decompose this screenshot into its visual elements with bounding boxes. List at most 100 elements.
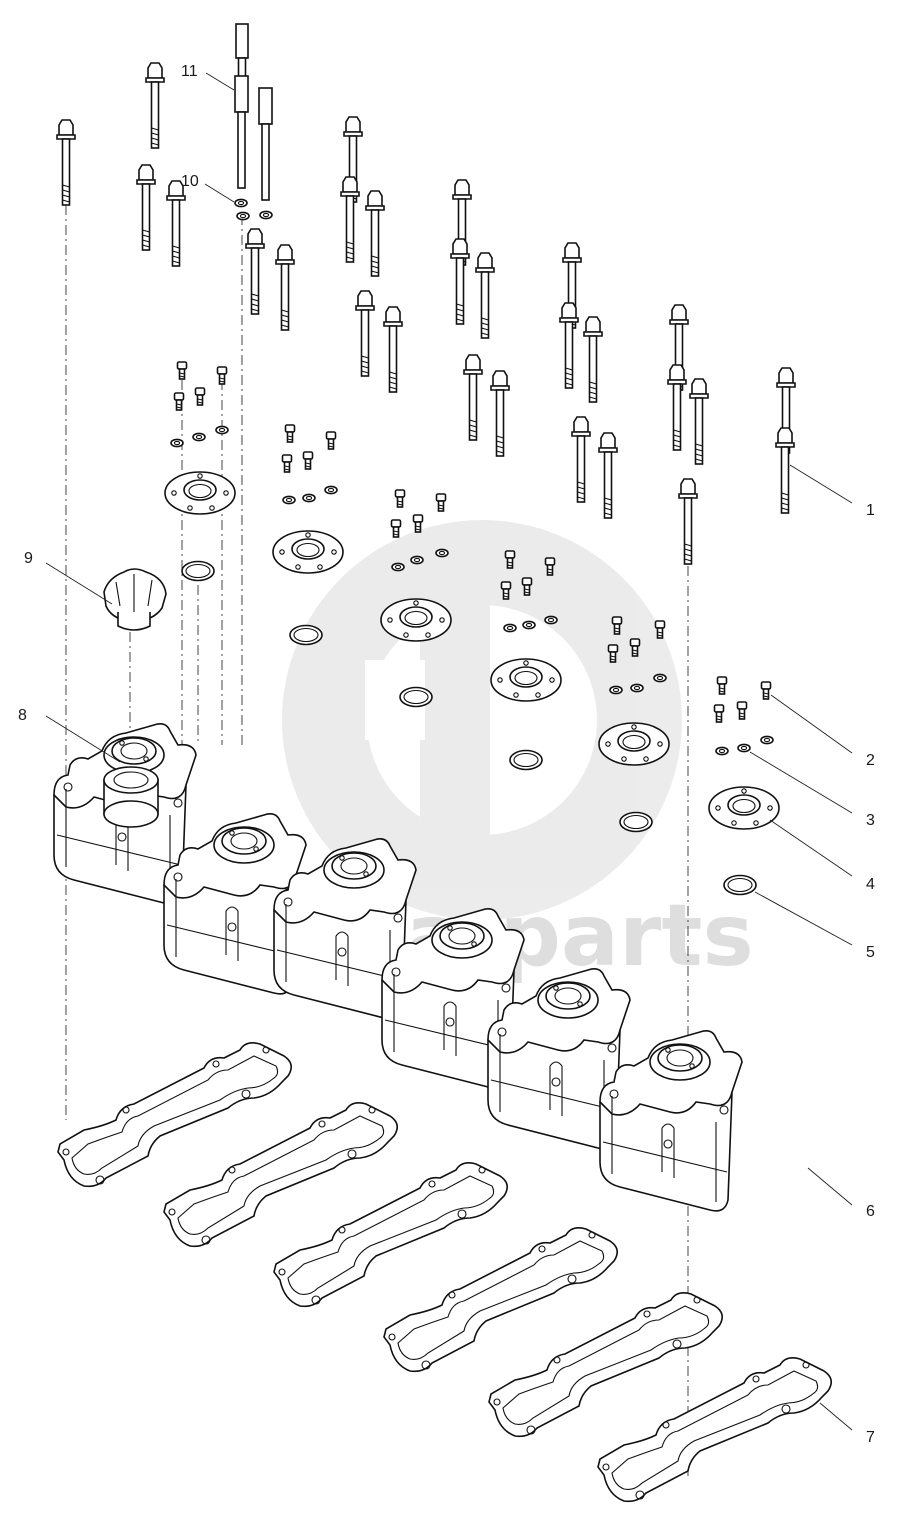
washer-item-10[interactable] [236,211,250,221]
washer[interactable] [544,615,558,625]
screw[interactable] [435,493,447,512]
washer[interactable] [410,555,424,565]
washer[interactable] [391,562,405,572]
washer[interactable] [282,495,296,505]
screw[interactable] [194,387,206,406]
flange-5[interactable] [598,722,670,766]
callout-11: 11 [181,63,198,80]
callout-7: 7 [866,1429,875,1446]
washer[interactable] [715,746,729,756]
stud[interactable] [234,75,249,189]
callout-2: 2 [866,752,875,769]
bolt[interactable] [450,238,470,325]
washer[interactable] [609,685,623,695]
flange-2[interactable] [272,530,344,574]
bolt[interactable] [775,427,795,514]
washer[interactable] [302,493,316,503]
washer[interactable] [170,438,184,448]
washer[interactable] [503,623,517,633]
bolt[interactable] [166,180,186,267]
bolt[interactable] [275,244,295,331]
screw[interactable] [176,361,188,380]
callout-1: 1 [866,502,875,519]
washer[interactable] [760,735,774,745]
screw[interactable] [611,616,623,635]
gasket-6[interactable] [597,1357,833,1503]
bolt[interactable] [475,252,495,339]
washer[interactable] [630,683,644,693]
callout-8: 8 [18,707,27,724]
washer[interactable] [737,743,751,753]
washer-item-10[interactable] [259,210,273,220]
bolt[interactable] [245,228,265,315]
screw[interactable] [607,644,619,663]
screw[interactable] [736,701,748,720]
washer[interactable] [215,425,229,435]
bolt[interactable] [340,176,360,263]
callout-6: 6 [866,1203,875,1220]
screw[interactable] [394,489,406,508]
screw[interactable] [173,392,185,411]
callout-3: 3 [866,812,875,829]
screw[interactable] [713,704,725,723]
screw[interactable] [302,451,314,470]
flange-3[interactable] [380,598,452,642]
washer[interactable] [522,620,536,630]
screw[interactable] [760,681,772,700]
screw[interactable] [325,431,337,450]
washer[interactable] [435,548,449,558]
screw[interactable] [281,454,293,473]
bolt[interactable] [56,119,76,206]
callout-4: 4 [866,876,875,893]
screw[interactable] [654,620,666,639]
oil-filler-cap[interactable] [103,568,167,631]
bolt[interactable] [678,478,698,565]
bolt[interactable] [598,432,618,519]
callout-labels: 1 2 3 4 5 6 7 8 9 10 11 [18,63,875,1446]
valve-cover-6[interactable] [599,1030,743,1212]
o-ring-4[interactable] [509,749,543,771]
screw[interactable] [504,550,516,569]
screw[interactable] [629,638,641,657]
screw[interactable] [390,519,402,538]
washer-item-10[interactable] [234,198,248,208]
callout-9: 9 [24,550,33,567]
stud[interactable] [258,87,273,201]
oil-filler-neck[interactable] [103,766,159,828]
o-ring-6[interactable] [723,874,757,896]
screw[interactable] [216,366,228,385]
bolt[interactable] [463,354,483,441]
bolt[interactable] [689,378,709,465]
bolt[interactable] [355,290,375,377]
flange-6[interactable] [708,786,780,830]
bolt[interactable] [667,364,687,451]
screw[interactable] [544,557,556,576]
bolt[interactable] [583,316,603,403]
bolt[interactable] [383,306,403,393]
stud-group [234,23,273,201]
bolt[interactable] [559,302,579,389]
bolt[interactable] [571,416,591,503]
o-ring-2[interactable] [289,624,323,646]
screw[interactable] [716,676,728,695]
o-ring-5[interactable] [619,811,653,833]
bolt[interactable] [365,190,385,277]
screw[interactable] [500,581,512,600]
screw[interactable] [412,514,424,533]
callout-5: 5 [866,944,875,961]
bolt[interactable] [145,62,165,149]
callout-10: 10 [181,173,199,190]
washer[interactable] [192,432,206,442]
bolt[interactable] [136,164,156,251]
o-ring-1[interactable] [181,560,215,582]
bolt[interactable] [490,370,510,457]
o-ring-3[interactable] [399,686,433,708]
flange-4[interactable] [490,658,562,702]
stud[interactable] [235,23,249,79]
washer[interactable] [324,485,338,495]
screw[interactable] [284,424,296,443]
screw[interactable] [521,577,533,596]
flange-1[interactable] [164,471,236,515]
washer[interactable] [653,673,667,683]
